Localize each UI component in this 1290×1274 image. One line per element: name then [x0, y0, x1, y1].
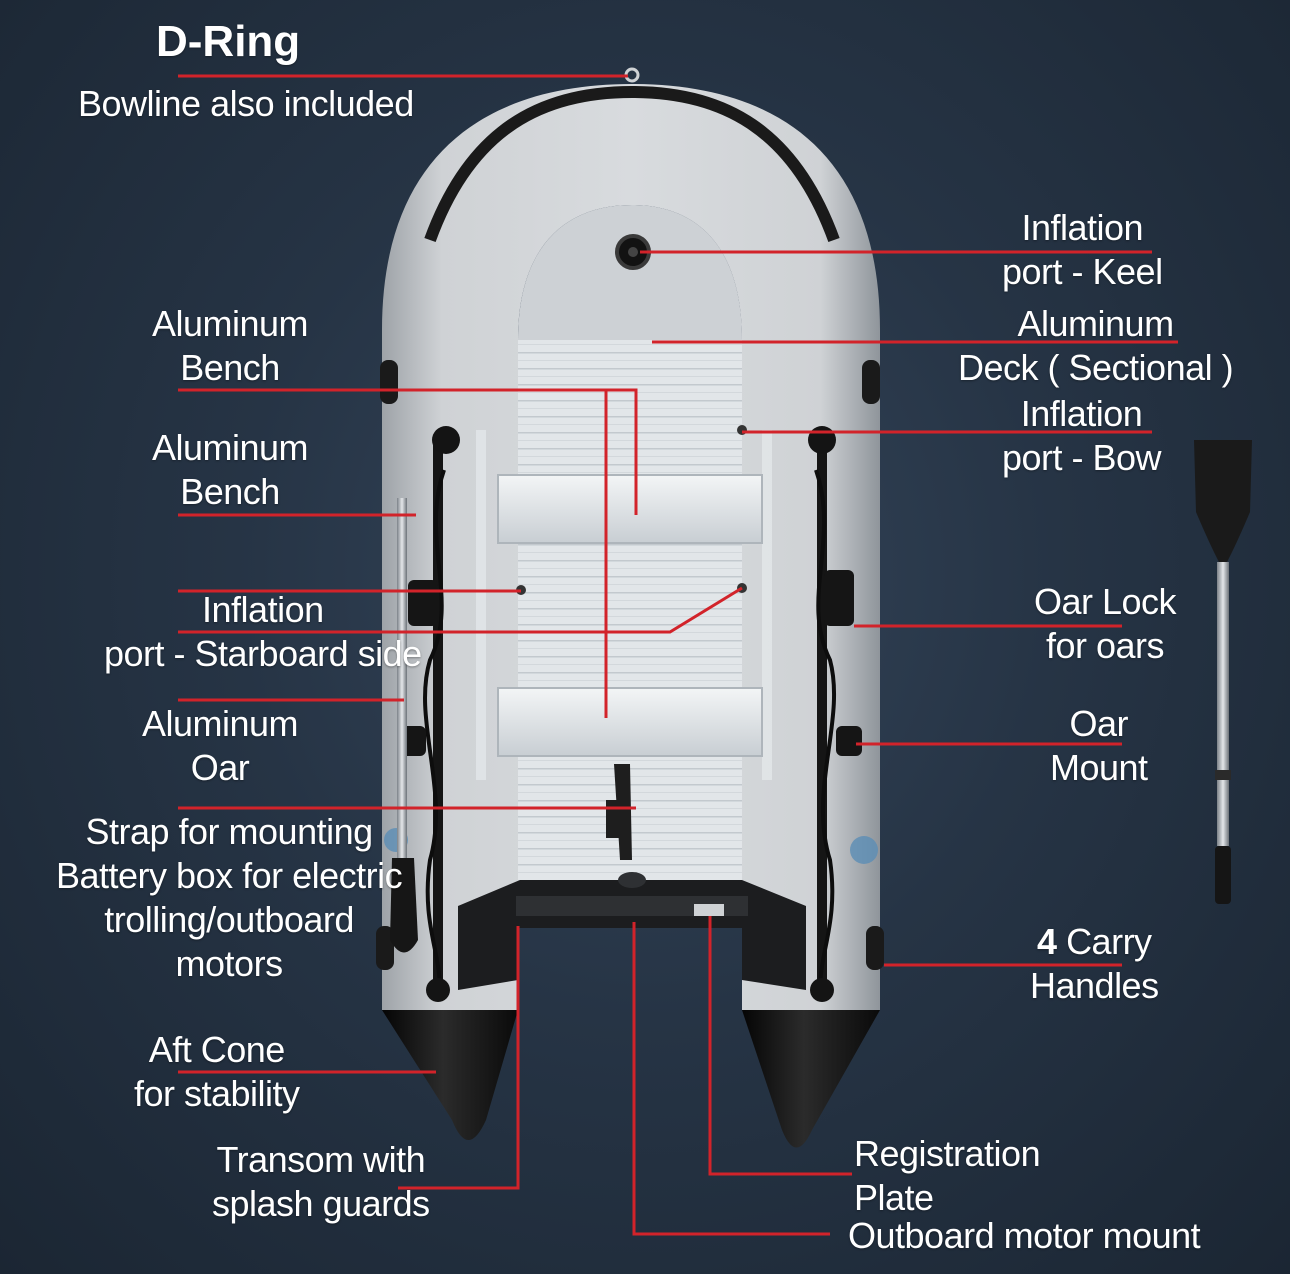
aluminum-bench-rear: [497, 687, 763, 757]
leader-registration: [708, 916, 852, 1176]
leader-transom: [398, 926, 520, 1190]
carry-handle-right-bow: [862, 360, 880, 404]
carry-handle-count: 4: [1037, 921, 1057, 962]
label-bench-2: Aluminum Bench: [152, 427, 309, 512]
registration-plate: [694, 904, 724, 916]
label-oar-mount: Oar Mount: [1050, 703, 1148, 788]
leader-bench-1: [178, 388, 638, 515]
inflatable-boat: [376, 67, 884, 1148]
leader-lines: [178, 74, 1178, 1236]
standalone-oar: [1194, 440, 1252, 904]
label-d-ring-sub: Bowline also included: [78, 83, 414, 124]
label-inflation-keel: Inflation port - Keel: [1002, 207, 1163, 292]
label-inflation-starboard: Inflation port - Starboard side: [104, 589, 422, 674]
aluminum-bench-front: [497, 474, 763, 544]
label-strap: Strap for mounting Battery box for elect…: [56, 811, 403, 984]
label-registration: Registration Plate: [854, 1133, 1041, 1218]
oar-lock-right: [824, 570, 854, 626]
logo-right: [850, 836, 878, 864]
hull-tube: [382, 84, 880, 1010]
leader-inflation-starboard-b: [178, 586, 743, 634]
label-inflation-bow: Inflation port - Bow: [1002, 393, 1162, 478]
label-aluminum-deck: Aluminum Deck ( Sectional ): [958, 303, 1234, 388]
carry-handle-right-aft: [866, 926, 884, 970]
carry-handle-left-bow: [380, 360, 398, 404]
carry-handle-left-aft: [376, 926, 394, 970]
oar-mount-right: [836, 726, 862, 756]
label-aluminum-oar: Aluminum Oar: [142, 703, 299, 788]
battery-strap: [606, 764, 632, 860]
label-aft-cone: Aft Cone for stability: [134, 1029, 300, 1114]
aluminum-oar-in-boat: [390, 498, 418, 953]
aft-cone-left: [382, 1010, 518, 1140]
label-oar-lock: Oar Lock for oars: [1034, 581, 1177, 666]
label-outboard-mount: Outboard motor mount: [848, 1215, 1201, 1256]
label-transom: Transom with splash guards: [212, 1139, 430, 1224]
aft-cone-right: [742, 1010, 880, 1148]
rub-strake: [424, 85, 840, 243]
label-bench-1: Aluminum Bench: [152, 303, 309, 388]
label-d-ring-title: D-Ring: [156, 17, 301, 66]
leader-outboard-mount: [632, 922, 830, 1236]
label-carry-handles: 4 Carry Handles: [1030, 921, 1159, 1006]
